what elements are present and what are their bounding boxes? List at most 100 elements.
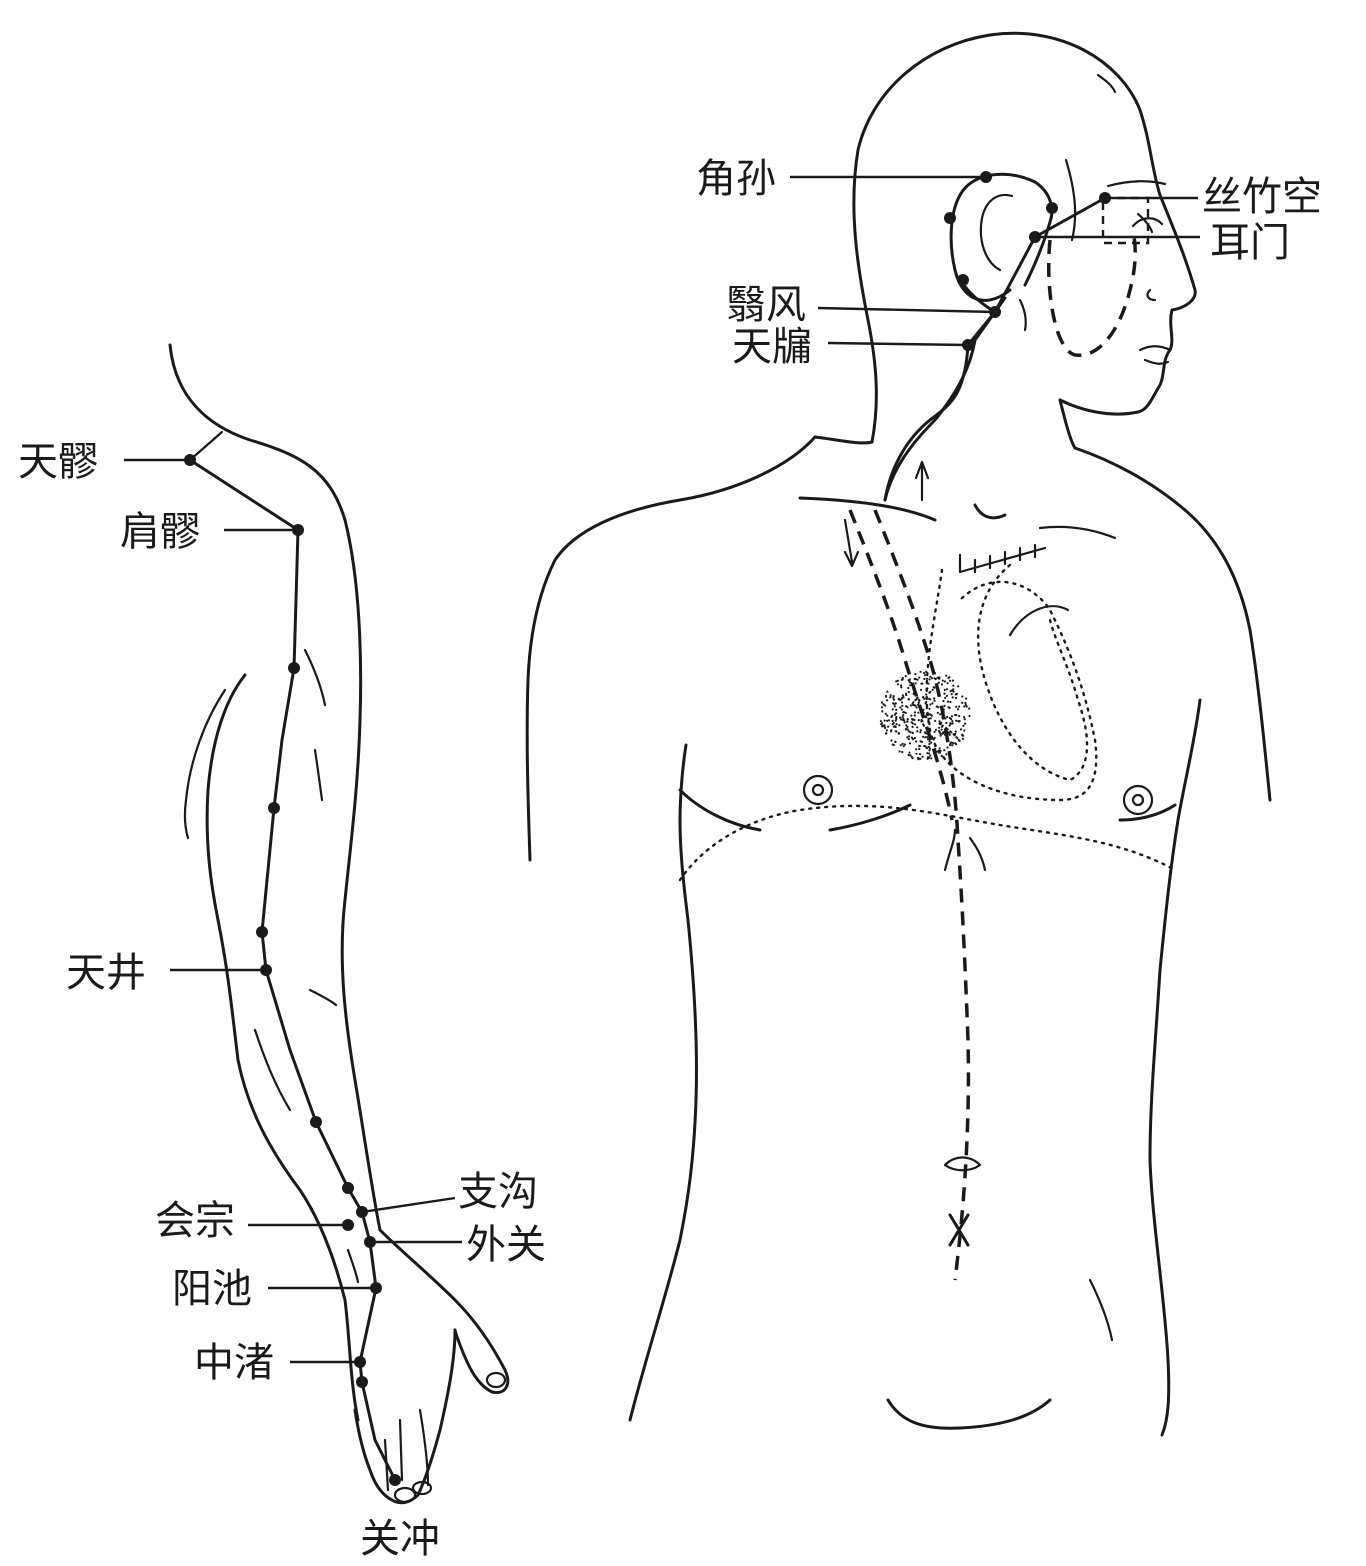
stipple-dot	[947, 676, 950, 680]
stipple-dot	[932, 738, 935, 741]
stipple-dot	[943, 692, 946, 695]
stipple-dot	[909, 704, 913, 707]
stipple-dot	[914, 673, 917, 676]
stipple-dot	[950, 693, 953, 696]
thumbnail	[485, 1371, 507, 1389]
stipple-dot	[924, 745, 927, 748]
stipple-dot	[904, 711, 907, 715]
clavicle	[798, 496, 937, 522]
stipple-dot	[909, 684, 912, 687]
stipple-dot	[910, 714, 913, 717]
stipple-dot	[924, 674, 927, 677]
stipple-dot	[927, 745, 930, 749]
stipple-dot	[884, 712, 887, 715]
stipple-dot	[944, 696, 947, 700]
label-jiaosun: 角孙	[696, 156, 776, 202]
stipple-dot	[939, 749, 942, 752]
nipple-left-inner	[811, 783, 825, 797]
torso-right-outline	[1073, 446, 1272, 802]
stipple-dot	[940, 683, 944, 686]
stipple-dot	[928, 707, 931, 710]
torso-left-side	[628, 743, 699, 1422]
label-tianliao: 天髎	[18, 439, 98, 485]
stipple-dot	[926, 738, 930, 741]
stipple-dot	[914, 682, 917, 685]
stipple-dot	[903, 719, 906, 722]
stipple-dot	[915, 752, 918, 755]
stipple-dot	[900, 686, 903, 689]
stipple-dot	[919, 731, 922, 734]
stipple-dot	[908, 751, 911, 754]
stipple-dot	[887, 725, 890, 728]
head-meridian-line	[966, 196, 1107, 347]
stipple-dot	[883, 719, 886, 722]
stipple-dot	[909, 754, 912, 757]
stipple-dot	[906, 718, 909, 721]
stipple-dot	[920, 718, 923, 722]
stipple-dot	[961, 737, 965, 741]
stipple-dot	[881, 722, 884, 725]
stipple-dot	[963, 718, 966, 721]
stipple-dot	[964, 703, 967, 706]
stipple-dot	[933, 730, 936, 734]
stipple-dot	[918, 676, 921, 679]
stipple-dot	[911, 757, 914, 760]
stipple-dot	[923, 677, 926, 681]
pec-left	[678, 788, 912, 832]
stipple-dot	[902, 745, 905, 748]
stipple-dot	[901, 750, 904, 754]
stipple-dot	[892, 721, 895, 725]
stipple-dot	[928, 752, 931, 755]
stipple-dot	[938, 726, 941, 729]
stipple-dot	[881, 724, 885, 728]
nipple-right	[1122, 784, 1154, 816]
stipple-dot	[954, 732, 957, 736]
torso-figure: 角孙 丝竹空 耳门 翳风 天牖	[525, 31, 1322, 1437]
stipple-dot	[934, 678, 937, 681]
stipple-dot	[922, 735, 925, 738]
stipple-dot	[895, 717, 898, 721]
stipple-dot	[918, 747, 921, 751]
stipple-dot	[908, 730, 911, 733]
stipple-dot	[908, 735, 911, 738]
stipple-dot	[918, 753, 922, 756]
stipple-dot	[928, 740, 931, 743]
label-yifeng: 翳风	[726, 282, 806, 328]
stipple-dot	[880, 701, 884, 704]
head-hair-lines	[1018, 73, 1117, 332]
stipple-dot	[922, 696, 925, 699]
stipple-dot	[908, 742, 912, 745]
stipple-dot	[895, 712, 898, 715]
stipple-dot	[884, 732, 888, 735]
torso-left-outline	[525, 435, 817, 862]
stipple-dot	[881, 710, 884, 713]
stipple-dot	[900, 697, 904, 700]
stipple-dot	[949, 700, 952, 704]
head-outline	[852, 31, 1197, 444]
stipple-dot	[951, 744, 954, 747]
stipple-dot	[905, 724, 908, 727]
stipple-dot	[913, 737, 917, 740]
pericardium-outline	[925, 568, 1098, 802]
stipple-dot	[945, 721, 948, 725]
stipple-dot	[915, 740, 918, 743]
point-ear-top	[944, 212, 956, 224]
stipple-dot	[945, 753, 948, 756]
point-guanchong	[389, 1474, 401, 1486]
stipple-dot	[880, 706, 884, 709]
stipple-dot	[941, 679, 944, 682]
stipple-dot	[965, 697, 968, 700]
abdomen-lines	[943, 828, 987, 872]
stipple-dot	[955, 705, 958, 709]
neck-front	[1058, 398, 1077, 450]
point-ear-lower	[957, 274, 969, 286]
stipple-dot	[940, 721, 943, 724]
stipple-dot	[891, 708, 894, 711]
stipple-dot	[892, 696, 895, 699]
stipple-dot	[917, 711, 920, 714]
stipple-dot	[934, 745, 937, 748]
stipple-dot	[928, 721, 931, 724]
stipple-dot	[921, 682, 924, 685]
stipple-dot	[925, 670, 928, 673]
